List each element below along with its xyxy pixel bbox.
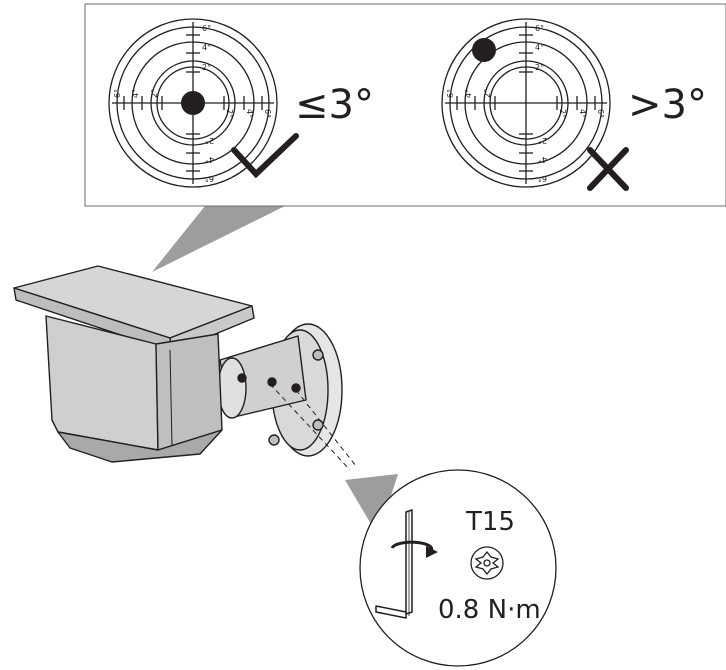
bad-threshold-label: >3°: [628, 82, 707, 128]
tick-label: 4°: [131, 89, 140, 98]
tick-label: 2°: [205, 136, 214, 145]
target-ok-ticks: 6° 4° 2° 2° 4° 6° 2° 4° 6° 2° 4° 6°: [113, 24, 272, 183]
target-bad-ticks: 6° 4° 2° 2° 4° 6° 2° 4° 6° 2° 4° 6°: [446, 24, 605, 183]
tick-label: 6°: [535, 24, 544, 33]
tick-label: 6°: [263, 109, 272, 118]
camera-illustration: [13, 265, 343, 463]
tool-callout-wedge: [345, 474, 398, 536]
torque-label: 0.8 N·m: [438, 595, 541, 625]
tick-label: 4°: [535, 43, 544, 52]
tick-label: 2°: [225, 109, 234, 118]
torx-icon: [470, 546, 504, 580]
check-icon: [231, 133, 299, 179]
tick-label: 6°: [538, 174, 547, 183]
tick-label: 2°: [483, 89, 492, 98]
cross-icon: [587, 147, 629, 191]
tick-label: 4°: [464, 89, 473, 98]
level-callout-wedge: [152, 206, 285, 272]
level-bubble-centered: [181, 91, 205, 115]
tick-label: 2°: [538, 136, 547, 145]
tick-label: 4°: [578, 109, 587, 118]
tool-detail-circle: [359, 469, 557, 667]
level-bubble-offset: [472, 38, 496, 62]
tick-label: 2°: [202, 63, 211, 72]
tick-label: 2°: [150, 89, 159, 98]
bit-size-label: T15: [465, 507, 515, 537]
tick-label: 2°: [535, 63, 544, 72]
tick-label: 2°: [558, 109, 567, 118]
tick-label: 4°: [245, 109, 254, 118]
tick-label: 6°: [202, 24, 211, 33]
tick-label: 6°: [446, 89, 455, 98]
tick-label: 4°: [202, 43, 211, 52]
level-target-bad: [441, 18, 611, 188]
screw-guide-lines: [269, 383, 357, 471]
tick-label: 4°: [205, 155, 214, 164]
rotate-arrow-icon: [390, 540, 438, 558]
tick-label: 6°: [596, 109, 605, 118]
tick-label: 6°: [205, 174, 214, 183]
level-target-ok: [108, 18, 278, 188]
allen-key-icon: [375, 509, 413, 619]
tick-label: 4°: [538, 155, 547, 164]
tick-label: 6°: [113, 89, 122, 98]
ok-threshold-label: ≤3°: [295, 82, 374, 128]
